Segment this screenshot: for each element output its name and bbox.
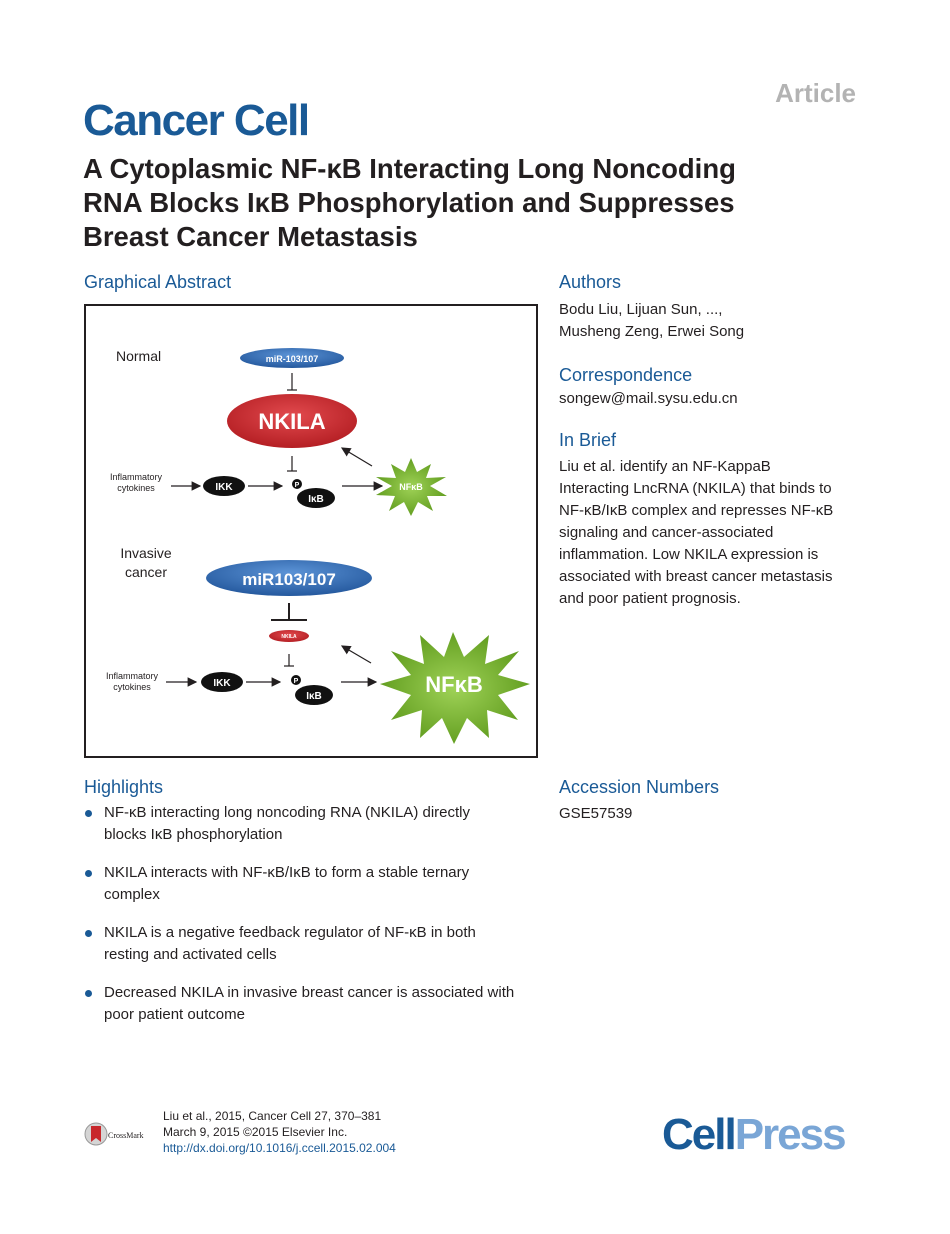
normal-phospho-label: P [295, 482, 300, 489]
in-brief-line: and poor patient prognosis. [559, 590, 741, 607]
invasive-stimulus-line-2: cytokines [113, 682, 151, 692]
normal-mirna-oval [240, 348, 344, 368]
highlight-item: NKILA is a negative feedback regulator o… [84, 922, 554, 966]
in-brief-heading: In Brief [559, 430, 617, 450]
highlight-item: NF-κB interacting long noncoding RNA (NK… [84, 802, 554, 846]
bullet-icon [85, 930, 92, 937]
cellpress-cell: Cell [662, 1110, 737, 1159]
highlight-line: blocks IκB phosphorylation [104, 826, 283, 843]
accession-heading: Accession Numbers [559, 777, 720, 797]
citation-line: Liu et al., 2015, Cancer Cell 27, 370–38… [163, 1109, 382, 1123]
in-brief-line: Liu et al. identify an NF-KappaB [559, 458, 771, 475]
invasive-phospho-circle [291, 675, 301, 685]
cellpress-logo: CellPress [662, 1110, 847, 1160]
bullet-icon [85, 810, 92, 817]
correspondence-email[interactable]: songew@mail.sysu.edu.cn [559, 390, 738, 407]
title-line-3: Breast Cancer Metastasis [83, 221, 418, 252]
crossmark-label: CrossMark [108, 1131, 144, 1140]
authors-line: Bodu Liu, Lijuan Sun, ..., [559, 301, 723, 318]
article-title: A Cytoplasmic NF-κB Interacting Long Non… [83, 152, 883, 254]
normal-nkila-oval [227, 394, 357, 448]
bullet-icon [85, 990, 92, 997]
authors-list: Bodu Liu, Lijuan Sun, ..., Musheng Zeng,… [559, 299, 879, 343]
highlights-heading: Highlights [84, 777, 164, 797]
authors-heading: Authors [559, 272, 622, 292]
date-line: March 9, 2015 ©2015 Elsevier Inc. [163, 1125, 348, 1139]
invasive-label-line-2: cancer [125, 564, 167, 580]
normal-stimulus-line-2: cytokines [117, 483, 155, 493]
crossmark-icon: CrossMark [84, 1122, 144, 1146]
journal-name: Cancer Cell [83, 96, 310, 145]
title-line-2: RNA Blocks IκB Phosphorylation and Suppr… [83, 187, 735, 218]
in-brief-line: inflammation. Low NKILA expression is [559, 546, 819, 563]
invasive-label-line-1: Invasive [120, 545, 172, 561]
invasive-ikk-oval [201, 672, 243, 692]
normal-feedback-arrow [340, 447, 373, 467]
normal-stimulus-line-1: Inflammatory [110, 472, 163, 482]
invasive-ikb-label: IκB [306, 691, 322, 702]
in-brief-line: associated with breast cancer metastasis [559, 568, 833, 585]
invasive-stimulus-line-1: Inflammatory [106, 671, 159, 681]
invasive-nkila-label: NKILA [281, 634, 297, 640]
highlight-line: complex [104, 886, 160, 903]
invasive-nkila-oval [269, 630, 309, 642]
invasive-mirna-label: miR103/107 [242, 570, 336, 589]
graphical-abstract-figure: Normal miR-103/107 NKILA Inflammatory cy… [84, 304, 538, 758]
invasive-mirna-oval [206, 560, 372, 596]
invasive-phospho-label: P [294, 678, 299, 685]
cellpress-press: Press [734, 1110, 847, 1159]
graphical-abstract-diagram: Normal miR-103/107 NKILA Inflammatory cy… [106, 348, 530, 744]
in-brief-text: Liu et al. identify an NF-KappaB Interac… [559, 456, 879, 610]
highlight-line: Decreased NKILA in invasive breast cance… [104, 984, 515, 1001]
citation-block: Liu et al., 2015, Cancer Cell 27, 370–38… [163, 1108, 396, 1156]
highlight-line: resting and activated cells [104, 946, 277, 963]
highlight-line: poor patient outcome [104, 1006, 245, 1023]
bullet-icon [85, 870, 92, 877]
invasive-ikb-oval [295, 685, 333, 705]
invasive-nfkb-label: NFκB [425, 672, 482, 697]
normal-nkila-label: NKILA [258, 409, 325, 434]
normal-ikb-oval [297, 488, 335, 508]
normal-ikk-label: IKK [215, 482, 233, 493]
invasive-nfkb-burst [380, 632, 530, 744]
normal-phospho-circle [292, 479, 302, 489]
highlight-item: Decreased NKILA in invasive breast cance… [84, 982, 554, 1026]
normal-nfkb-label: NFκB [399, 482, 423, 492]
correspondence-heading: Correspondence [559, 365, 693, 385]
in-brief-line: Interacting LncRNA (NKILA) that binds to [559, 480, 832, 497]
highlight-line: NKILA interacts with NF-κB/IκB to form a… [104, 864, 470, 881]
invasive-ikk-label: IKK [213, 678, 231, 689]
in-brief-line: NF-κB/IκB complex and represses NF-κB [559, 502, 834, 519]
graphical-abstract-heading: Graphical Abstract [84, 272, 232, 292]
highlight-line: NF-κB interacting long noncoding RNA (NK… [104, 804, 470, 821]
normal-nfkb-burst [376, 458, 447, 516]
normal-label: Normal [116, 348, 161, 364]
highlight-item: NKILA interacts with NF-κB/IκB to form a… [84, 862, 554, 906]
crossmark-logo[interactable]: CrossMark [84, 1120, 162, 1148]
normal-ikk-oval [203, 476, 245, 496]
in-brief-line: signaling and cancer-associated [559, 524, 774, 541]
title-line-1: A Cytoplasmic NF-κB Interacting Long Non… [83, 153, 736, 184]
normal-ikb-label: IκB [308, 494, 324, 505]
highlight-line: NKILA is a negative feedback regulator o… [104, 924, 476, 941]
doi-link[interactable]: http://dx.doi.org/10.1016/j.ccell.2015.0… [163, 1141, 396, 1155]
authors-line: Musheng Zeng, Erwei Song [559, 323, 745, 340]
normal-mirna-label: miR-103/107 [266, 354, 319, 364]
invasive-feedback-arrow [340, 645, 372, 664]
article-type-label: Article [775, 78, 856, 108]
highlights-list: NF-κB interacting long noncoding RNA (NK… [84, 802, 554, 1042]
accession-number[interactable]: GSE57539 [559, 805, 633, 822]
